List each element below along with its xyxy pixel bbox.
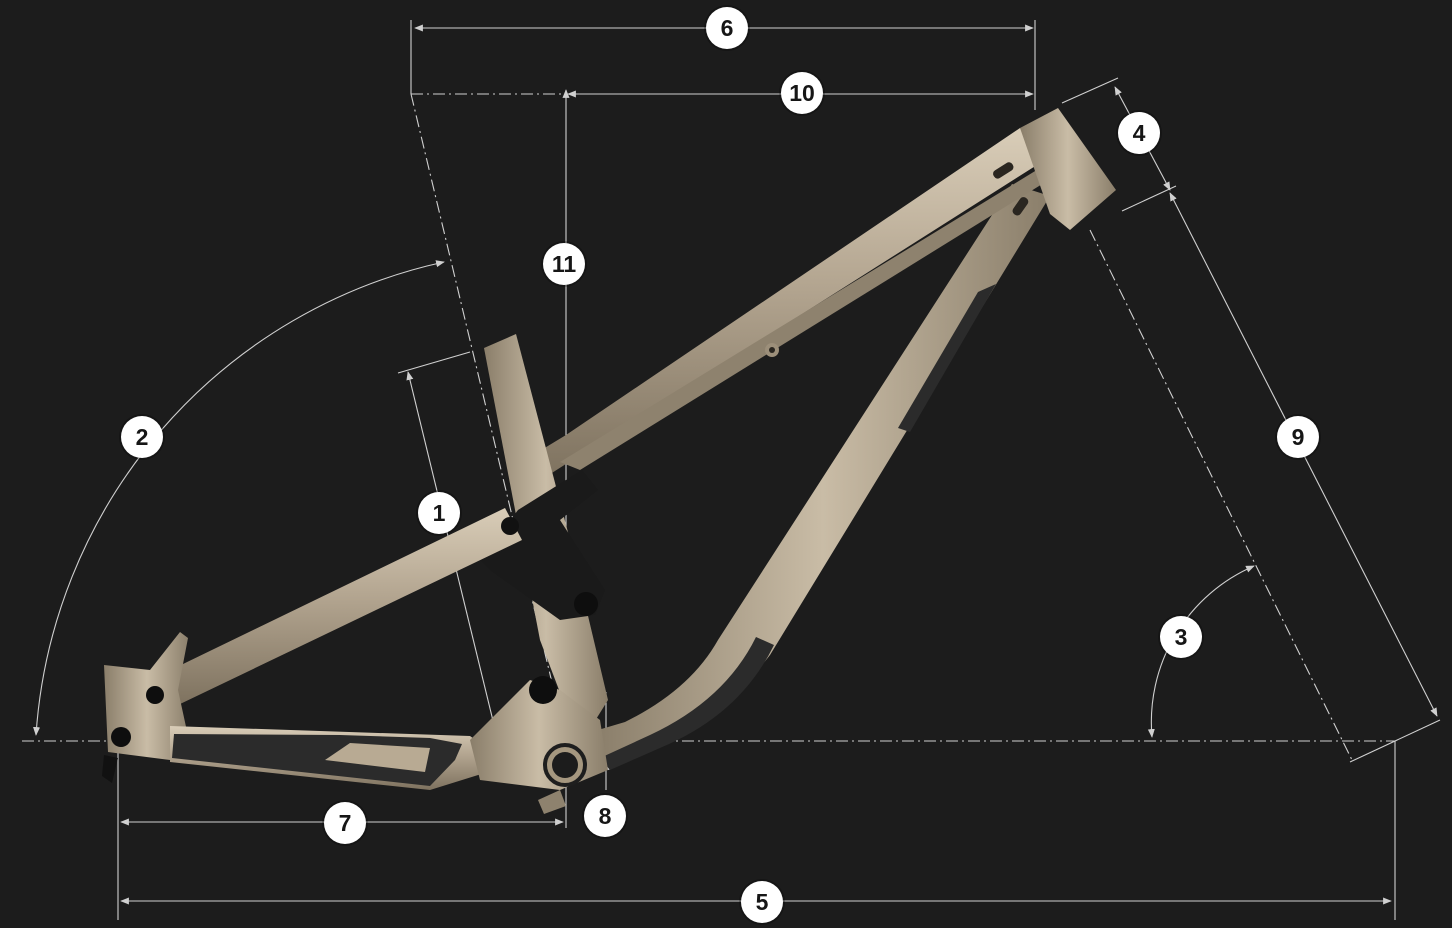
extension-line	[1061, 77, 1119, 104]
dimension-lines	[22, 20, 1441, 920]
seat-stay-pivot	[501, 517, 519, 535]
bike-frame	[102, 108, 1116, 814]
extension-line	[1121, 185, 1177, 212]
cable-port	[1012, 197, 1029, 216]
rocker-link	[480, 470, 605, 620]
down-tube-guard-lower	[600, 637, 774, 770]
down-tube-guard	[898, 284, 996, 432]
head-tube-dimension-line	[1114, 86, 1171, 191]
seat-angle-arc-line	[1147, 565, 1255, 738]
top-tube-lower-edge	[560, 168, 1052, 470]
head-tube-axis-line	[1089, 229, 1353, 761]
down-tube	[596, 184, 1050, 760]
cable-port	[993, 162, 1014, 179]
head-tube	[1020, 108, 1116, 230]
chain-guide-mount	[538, 790, 566, 814]
dropout-pivot	[146, 686, 164, 704]
fork-dimension-line	[1169, 192, 1438, 717]
derailleur-hanger	[102, 755, 118, 783]
extension-line	[397, 351, 471, 374]
pivot-bolt	[574, 592, 598, 616]
bottle-boss-hole	[769, 347, 775, 353]
chainstay-protector-window	[325, 743, 430, 772]
bottom-bracket-bore	[552, 752, 578, 778]
top-tube	[538, 128, 1048, 478]
rear-axle	[111, 727, 131, 747]
main-pivot	[529, 676, 557, 704]
seat-stay	[150, 508, 522, 705]
